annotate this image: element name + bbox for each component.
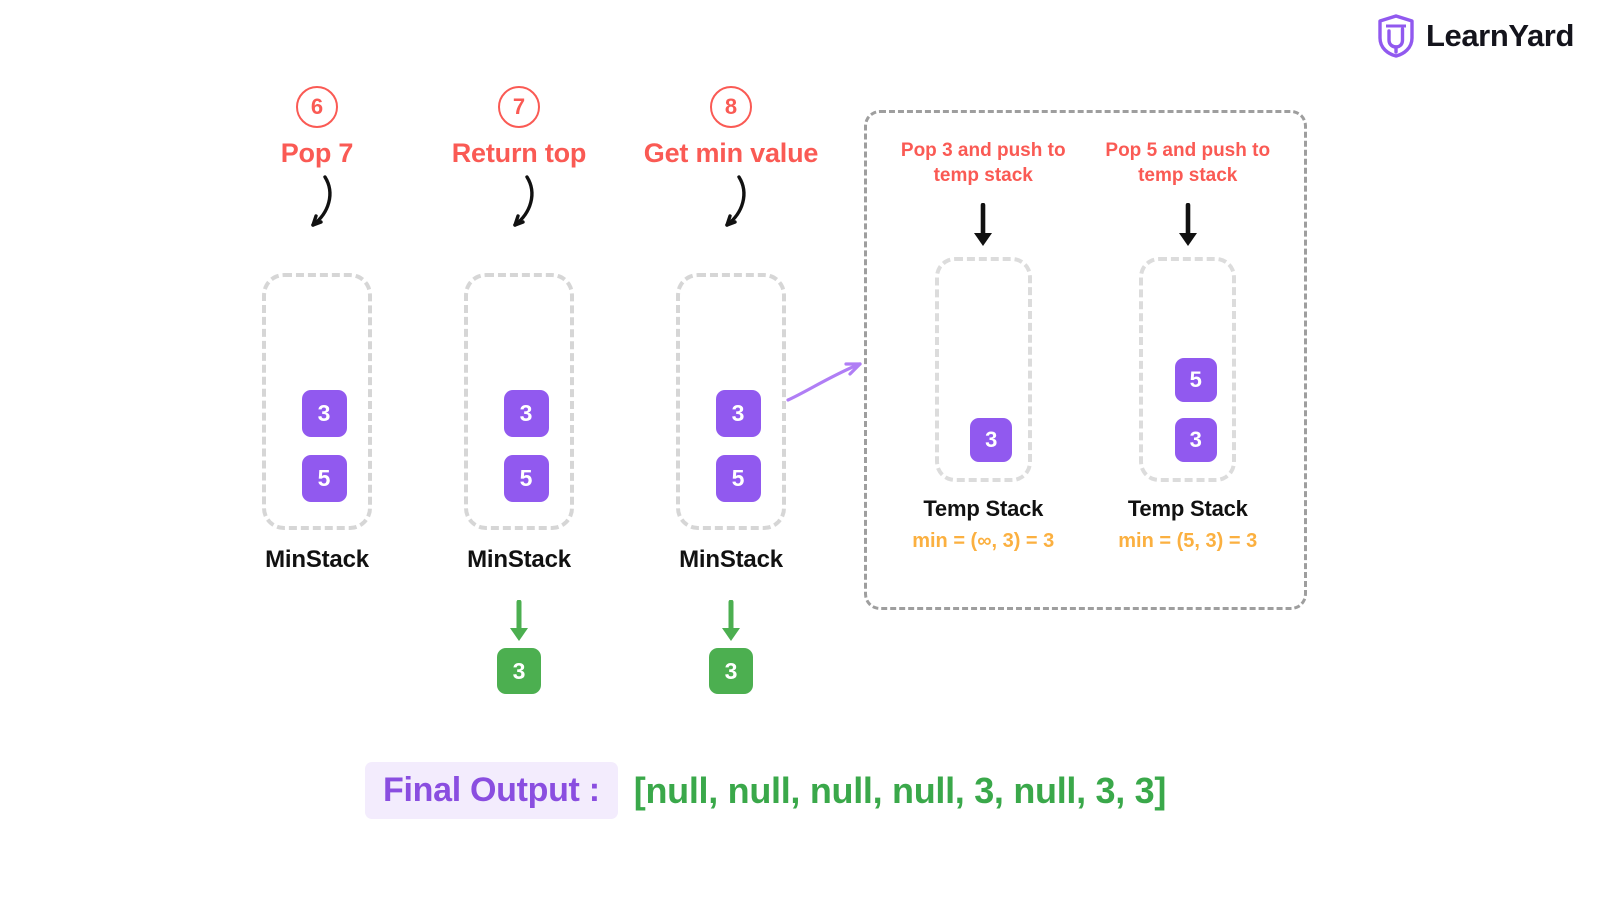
step-badge: 7 bbox=[498, 86, 540, 128]
final-output-value: [null, null, null, null, 3, null, 3, 3] bbox=[633, 769, 1167, 811]
down-arrow-icon bbox=[1178, 203, 1197, 246]
step-column-8: 8 Get min value bbox=[621, 86, 841, 235]
step-title: Get min value bbox=[643, 138, 819, 168]
minstack-1: 3 5 MinStack bbox=[207, 273, 427, 574]
min-expression: min = (5, 3) = 3 bbox=[1118, 530, 1258, 552]
stack-label: MinStack bbox=[679, 546, 783, 573]
connector-arrow-icon bbox=[786, 362, 862, 402]
curved-arrow-icon bbox=[725, 175, 746, 227]
stack-cell: 5 bbox=[503, 455, 549, 502]
stack-cell: 3 bbox=[503, 390, 549, 437]
stack-label: MinStack bbox=[467, 546, 571, 573]
temp-stack-label: Temp Stack bbox=[923, 496, 1044, 521]
result-3: 3 bbox=[621, 600, 841, 694]
stack-container: 3 5 bbox=[676, 273, 786, 530]
result-value: 3 bbox=[497, 648, 541, 694]
stack-cell: 3 bbox=[715, 390, 761, 437]
temp-stack-detail-panel: Pop 3 and push to temp stack 3 Temp Stac… bbox=[864, 110, 1307, 610]
result-2: 3 bbox=[409, 600, 629, 694]
temp-stack-cell: 5 bbox=[1174, 358, 1217, 402]
temp-column-1: Pop 3 and push to temp stack 3 Temp Stac… bbox=[888, 139, 1078, 607]
curved-arrow-icon bbox=[513, 175, 534, 227]
result-value: 3 bbox=[709, 648, 753, 694]
temp-stack-container: 5 3 bbox=[1139, 257, 1237, 482]
stack-cell: 5 bbox=[301, 455, 347, 502]
temp-heading: Pop 3 and push to temp stack bbox=[900, 140, 1066, 186]
down-arrow-icon bbox=[974, 203, 993, 246]
temp-stack-container: 3 bbox=[934, 257, 1032, 482]
down-arrow-icon bbox=[510, 600, 528, 641]
step-badge: 8 bbox=[710, 86, 752, 128]
temp-heading: Pop 5 and push to temp stack bbox=[1105, 140, 1271, 186]
final-output-row: Final Output : [null, null, null, null, … bbox=[365, 762, 1166, 819]
down-arrow-icon bbox=[722, 600, 740, 641]
stack-container: 3 5 bbox=[464, 273, 574, 530]
stack-cell: 3 bbox=[301, 390, 347, 437]
temp-stack-cell: 3 bbox=[970, 418, 1013, 462]
step-badge: 6 bbox=[296, 86, 338, 128]
step-title: Return top bbox=[451, 138, 587, 168]
temp-stack-label: Temp Stack bbox=[1127, 496, 1248, 521]
brand-name: LearnYard bbox=[1425, 18, 1574, 53]
minstack-2: 3 5 MinStack bbox=[409, 273, 629, 574]
step-column-7: 7 Return top bbox=[409, 86, 629, 235]
shield-logo-icon bbox=[1378, 14, 1414, 58]
stack-cell: 5 bbox=[715, 455, 761, 502]
stack-container: 3 5 bbox=[262, 273, 372, 530]
stack-label: MinStack bbox=[265, 546, 369, 573]
min-expression: min = (∞, 3) = 3 bbox=[912, 530, 1055, 552]
temp-stack-cell: 3 bbox=[1174, 418, 1217, 462]
step-title: Pop 7 bbox=[280, 138, 354, 168]
minstack-3: 3 5 MinStack bbox=[621, 273, 841, 574]
temp-column-2: Pop 5 and push to temp stack 5 3 Temp St… bbox=[1093, 139, 1283, 607]
step-column-6: 6 Pop 7 bbox=[207, 86, 427, 235]
final-output-label: Final Output : bbox=[365, 762, 618, 819]
curved-arrow-icon bbox=[311, 175, 332, 227]
brand-logo: LearnYard bbox=[1376, 14, 1574, 58]
